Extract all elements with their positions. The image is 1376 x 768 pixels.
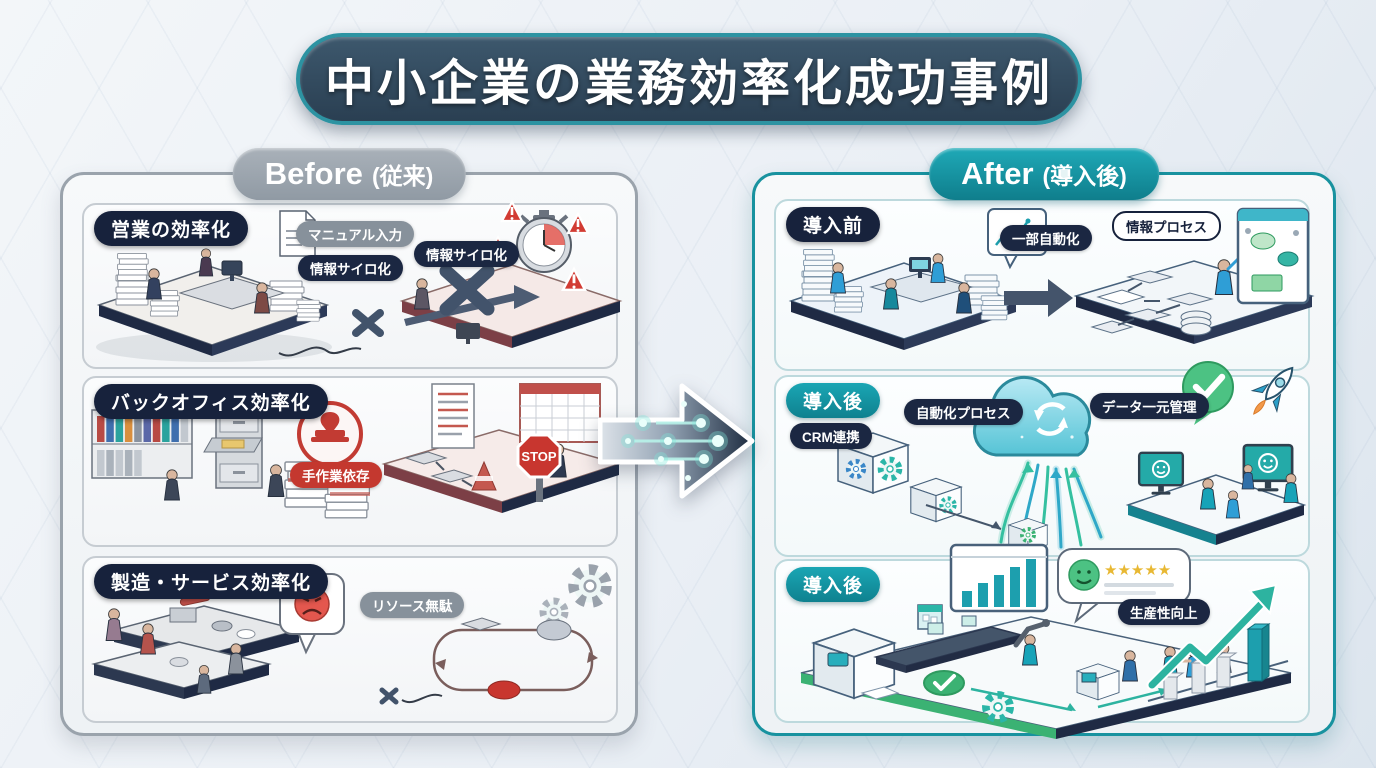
productivity-illustration: ★★★★★ <box>800 543 1292 739</box>
x-knot-icon <box>379 687 399 705</box>
pre-implementation-panel: 導入前 一部自動化 情報プロセス <box>774 199 1315 371</box>
worker-figure <box>1200 478 1216 510</box>
panel-title: バックオフィス効率化 <box>94 384 328 419</box>
after-header-en: After <box>961 156 1034 191</box>
server-cube-icon <box>910 477 962 523</box>
backoffice-efficiency-panel: STOP バックオフィス効率化 手作業依存 <box>82 376 622 547</box>
label-manual-input: マニュアル入力 <box>296 221 415 247</box>
star-rating: ★★★★★ <box>1104 562 1171 579</box>
backoffice-illustration: STOP <box>91 383 622 519</box>
label-automation-process: 自動化プロセス <box>904 399 1023 425</box>
x-mark-icon <box>439 264 495 316</box>
transition-arrow-icon <box>1004 279 1073 317</box>
spreadsheet-icon <box>519 383 601 443</box>
panel-title: 導入後 <box>786 567 881 602</box>
label-data-management: データ一元管理 <box>1090 393 1209 419</box>
dashboard-screen-icon <box>1236 207 1310 305</box>
label-resource-waste: リソース無駄 <box>360 592 465 618</box>
check-mark-icon <box>923 670 965 696</box>
panel-title: 導入後 <box>786 383 881 418</box>
glowing-data-dots <box>621 401 728 481</box>
process-loop-icon <box>432 617 598 700</box>
page-title: 中小企業の業務効率化成功事例 <box>296 33 1082 125</box>
worker-figure <box>164 469 180 501</box>
after-header-jp: (導入後) <box>1042 163 1127 189</box>
label-crm: CRM連携 <box>790 423 872 449</box>
flow-node <box>404 451 448 465</box>
worker-figure <box>146 268 162 300</box>
panel-title: 営業の効率化 <box>94 211 249 246</box>
cable-icon <box>401 693 443 703</box>
monitor-icon <box>221 260 243 276</box>
label-info-silo-2: 情報サイロ化 <box>414 241 519 267</box>
automation-panel: 導入後 CRM連携 自動化プロセス データ一元管理 <box>774 361 1310 557</box>
x-mark-small-icon <box>352 309 384 337</box>
growth-chart-icon <box>1146 583 1289 702</box>
worker-figure <box>830 262 846 294</box>
stop-sign-text: STOP <box>521 449 556 464</box>
worker-figure <box>1122 650 1138 682</box>
panel-title: 製造・サービス効率化 <box>94 564 329 599</box>
document-list-icon <box>431 383 475 449</box>
warning-cone-icon <box>471 460 497 491</box>
desk <box>869 272 974 303</box>
pre-implementation-illustration <box>788 207 1315 350</box>
database-icon <box>1180 310 1212 336</box>
machine-icon <box>812 628 900 700</box>
tangled-cable-icon <box>278 346 362 357</box>
flow-node <box>1096 289 1146 305</box>
arrow-icon <box>404 285 540 326</box>
office-platform <box>1125 474 1307 545</box>
before-header-en: Before <box>264 156 363 191</box>
rocket-icon <box>1250 366 1294 415</box>
worker-figure <box>105 608 123 641</box>
gear-icon <box>986 695 1010 719</box>
filing-cabinet-icon <box>203 407 263 489</box>
warning-triangle-icon <box>500 200 524 223</box>
before-section: Before (従来) <box>60 148 638 736</box>
binder-shelf-icon <box>91 409 193 479</box>
stop-sign-icon: STOP <box>516 433 562 502</box>
panel-title: 導入前 <box>786 207 881 242</box>
flow-node <box>430 469 474 483</box>
before-after-arrow <box>597 370 756 512</box>
red-platform <box>399 264 623 348</box>
robot-arm-icon <box>1013 619 1050 648</box>
after-header: After (導入後) <box>929 148 1159 200</box>
label-info-process: 情報プロセス <box>1112 211 1221 241</box>
automation-illustration <box>837 361 1307 552</box>
after-section: After (導入後) <box>752 148 1336 739</box>
sales-efficiency-panel: 営業の効率化 マニュアル入力 情報サイロ化 情報サイロ化 <box>82 200 623 369</box>
before-header-jp: (従来) <box>371 163 434 189</box>
flow-node <box>1126 270 1174 284</box>
label-manual-work: 手作業依存 <box>290 462 382 488</box>
pos-terminal-icon <box>1076 663 1120 701</box>
before-header: Before (従来) <box>232 148 466 200</box>
monitor-icon <box>456 323 480 339</box>
data-stream-lines <box>997 459 1105 551</box>
flow-node <box>1166 292 1214 306</box>
worker-figure <box>1022 634 1038 666</box>
productivity-panel: ★★★★★ <box>774 543 1310 739</box>
gear-icon <box>574 570 607 603</box>
cloud-sync-icon <box>972 375 1092 457</box>
label-info-silo-1: 情報サイロ化 <box>298 255 403 281</box>
label-productivity: 生産性向上 <box>1118 599 1210 625</box>
bar-chart-screen-icon <box>949 543 1049 613</box>
stopwatch-icon <box>516 210 572 273</box>
sales-illustration <box>96 200 623 362</box>
label-partial-automation: 一部自動化 <box>1000 225 1092 251</box>
manufacturing-efficiency-panel: 製造・サービス効率化 リソース無駄 <box>82 556 618 723</box>
